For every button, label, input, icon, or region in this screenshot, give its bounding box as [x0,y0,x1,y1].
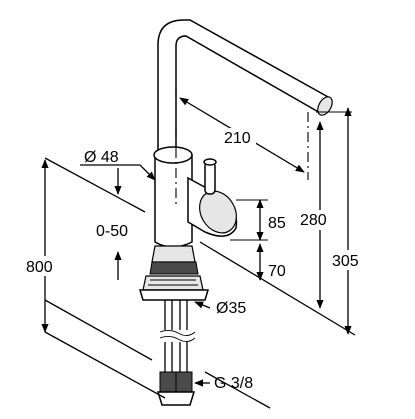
hole-depth-label: 800 [26,259,53,276]
counter-top-range-label: 0-50 [96,223,128,240]
faucet-base [138,245,210,301]
faucet-body [153,146,193,248]
dimension-lines [41,88,352,387]
supply-hoses [156,300,196,406]
spout-height-label-bg [300,210,330,230]
base-height-label: 70 [268,263,286,280]
worktop-lines [44,157,356,409]
faucet-spout [157,19,333,151]
reach-label: 210 [224,130,251,147]
total-height-label: 305 [332,253,359,270]
lever-height-label: 85 [268,215,286,232]
mounting-diameter-label: Ø35 [216,300,246,317]
body-diameter-label: Ø 48 [84,149,119,166]
connection-thread-label: G 3/8 [214,375,253,392]
spout-height-label: 280 [300,212,327,229]
faucet-lever [187,158,238,237]
reach-label-bg [222,128,256,146]
hole-depth-label-bg [22,256,62,276]
total-height-label-bg [332,250,366,270]
